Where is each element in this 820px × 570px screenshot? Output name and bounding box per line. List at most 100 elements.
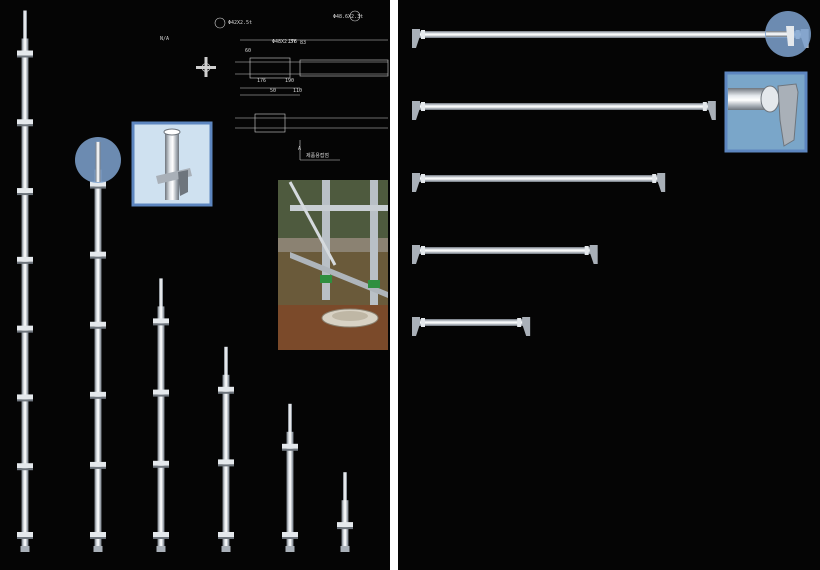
rosette-node-shadow — [90, 466, 106, 469]
rosette-node-shadow — [218, 464, 234, 467]
rosette-joint-inset — [131, 121, 213, 207]
standard-2400 — [153, 278, 169, 552]
ledger-tube — [416, 319, 527, 326]
rosette-node — [17, 50, 33, 56]
ledger-tube — [416, 103, 712, 110]
tube-end — [340, 546, 350, 552]
spigot — [159, 278, 163, 309]
photo-ledger-top — [290, 205, 388, 211]
spigot — [224, 346, 228, 377]
drawing-tube — [299, 59, 389, 77]
drawing-note: N/A — [160, 36, 169, 42]
drawing-callout — [214, 17, 226, 29]
ledger-1200 — [412, 173, 666, 192]
drawing-dimension-label: 190 — [285, 78, 294, 84]
ledger-600 — [412, 317, 531, 336]
standard-600 — [337, 472, 353, 552]
drawing-dimension-label: 50 — [270, 88, 276, 94]
rosette-node — [153, 318, 169, 324]
rosette-node — [90, 321, 106, 327]
tube-end — [221, 546, 231, 552]
ledger-wedge-head-right — [522, 317, 531, 336]
ledger-collar — [652, 174, 657, 183]
photo-diagonal-brace — [290, 252, 388, 298]
drawing-note: A — [298, 146, 301, 152]
ledger-1500 — [412, 101, 716, 120]
rosette-node-shadow — [17, 537, 33, 539]
standard-3600 — [17, 10, 33, 552]
rosette-node-shadow — [17, 55, 33, 58]
rosette-node — [17, 119, 33, 125]
rosette-node — [282, 443, 298, 449]
photo-green-wedge — [320, 275, 332, 283]
drawing-collar — [249, 57, 291, 79]
photo-standard-right — [370, 180, 378, 305]
drawing-dimension-label: Φ48.6X2.3t — [333, 14, 363, 20]
rosette-node-shadow — [90, 256, 106, 259]
standard-1200 — [282, 403, 298, 552]
rosette-node — [17, 394, 33, 400]
tube-end — [93, 546, 103, 552]
rosette-node-shadow — [17, 261, 33, 264]
rosette-node-shadow — [17, 468, 33, 471]
inset-tube-mouth — [163, 128, 181, 136]
rosette-node — [218, 386, 234, 392]
drawing-dimension-label: 176 — [288, 39, 297, 45]
photo-standard-left — [322, 180, 330, 300]
rosette-node — [90, 181, 106, 187]
rosette-node — [153, 389, 169, 395]
technical-drawing — [214, 10, 389, 161]
rosette-node-shadow — [90, 326, 106, 329]
standard-3000 — [90, 141, 106, 552]
callout-ledger-end — [766, 31, 788, 37]
ledger-collar — [421, 174, 425, 183]
rosette-node — [337, 522, 353, 528]
rosette-node — [17, 463, 33, 469]
rosette-node-shadow — [282, 537, 298, 539]
rosette-node — [282, 532, 298, 537]
tube — [94, 169, 102, 552]
drawing-dimension-label: 176 — [257, 78, 266, 84]
ledger-wedge-head-inset — [724, 71, 808, 153]
rosette-node-shadow — [17, 399, 33, 402]
spigot — [288, 403, 292, 434]
ledger-collar — [421, 318, 425, 327]
ledger-wedge-head-left — [412, 317, 420, 336]
rosette-node-shadow — [218, 537, 234, 539]
ledger-collar — [584, 246, 589, 255]
drawing-dimension-label: 60 — [245, 48, 251, 54]
ledger-900 — [412, 245, 598, 264]
ledger-collar — [421, 246, 425, 255]
ledger-wedge-head-left — [412, 245, 420, 264]
drawing-collar — [254, 113, 286, 133]
ledger-wedge-head-left — [412, 29, 420, 48]
drawing-note: 제품용접점 — [306, 152, 329, 159]
rosette-node-shadow — [282, 448, 298, 451]
photo-wall — [278, 238, 388, 252]
rosette-node-shadow — [337, 527, 353, 530]
drawing-dimension-label: Φ48X2.3t — [272, 39, 296, 45]
rosette-node — [218, 459, 234, 465]
ledger-tube — [416, 247, 594, 254]
callout-spigot — [95, 142, 101, 182]
drawing-callout — [349, 10, 361, 22]
spigot — [343, 472, 347, 503]
rosette-node — [90, 251, 106, 257]
rosette-node-shadow — [153, 394, 169, 397]
ledger-collar — [421, 30, 425, 39]
rosette-node — [218, 532, 234, 537]
callout-wedge-head — [786, 26, 794, 46]
ledger-collar — [421, 102, 425, 111]
tube-end — [285, 546, 295, 552]
drawing-dimension-label: 83 — [300, 40, 306, 46]
ledgers-panel — [398, 0, 820, 570]
inset-wedge — [178, 170, 188, 196]
rosette-node-shadow — [90, 396, 106, 399]
rosette-node — [90, 532, 106, 537]
standard-1800 — [218, 346, 234, 552]
rosette-node-shadow — [90, 186, 106, 189]
rosette-node-shadow — [17, 124, 33, 127]
drawing-dimension-label: 110 — [293, 88, 302, 94]
